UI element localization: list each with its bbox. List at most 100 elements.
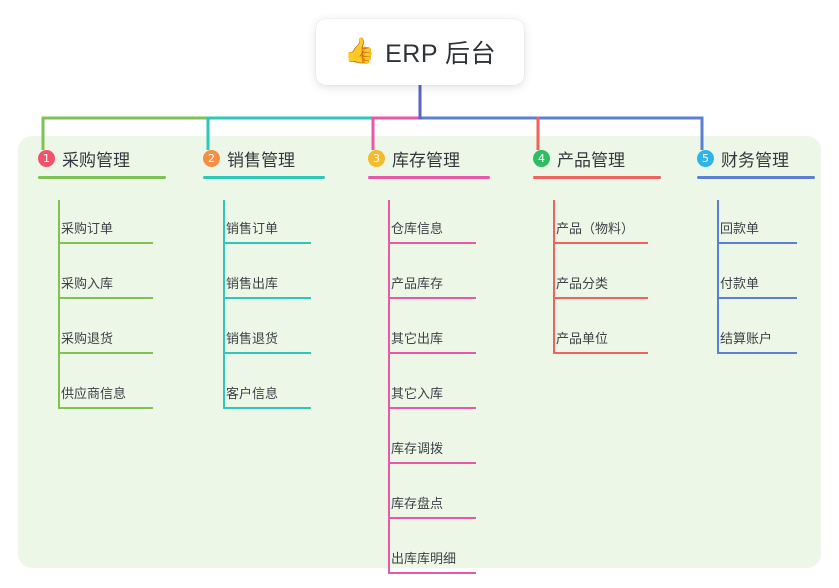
branch-header-2[interactable]: 2 销售管理 [203,146,325,170]
branch-child-underline [223,407,311,409]
branch-index-badge: 2 [203,149,220,167]
branch-child-item[interactable]: 销售订单 [223,200,311,244]
branch-title: 库存管理 [392,150,460,170]
branch-child-item[interactable]: 其它出库 [388,310,476,354]
branch-child-underline [717,352,797,354]
branch-child-item[interactable]: 付款单 [717,255,797,299]
branch-child-item[interactable]: 客户信息 [223,365,311,409]
branch-header-4[interactable]: 4 产品管理 [533,146,661,170]
branch-column-5: 5 财务管理回款单付款单结算账户 [697,146,815,365]
branch-column-1: 1 采购管理采购订单采购入库采购退货供应商信息 [38,146,166,420]
branch-child-underline [388,352,476,354]
branch-child-label: 结算账户 [720,331,773,346]
branch-column-3: 3 库存管理仓库信息产品库存其它出库其它入库库存调拨库存盘点出库库明细 [368,146,490,585]
branch-child-label: 库存调拨 [391,441,444,456]
branch-child-label: 采购退货 [61,331,114,346]
branch-child-item[interactable]: 采购退货 [58,310,153,354]
branch-child-item[interactable]: 产品库存 [388,255,476,299]
branch-underline [533,176,661,179]
branch-child-item[interactable]: 采购订单 [58,200,153,244]
branch-header-5[interactable]: 5 财务管理 [697,146,815,170]
branch-spine [388,200,390,574]
branch-child-label: 采购订单 [61,221,114,236]
branch-spine [58,200,60,409]
branch-child-underline [223,352,311,354]
branch-child-label: 产品（物料） [556,221,635,236]
branch-index-badge: 5 [697,149,714,167]
branch-column-2: 2 销售管理销售订单销售出库销售退货客户信息 [203,146,325,420]
branch-children: 回款单付款单结算账户 [697,200,815,365]
thumbs-up-icon: 👍 [343,36,376,65]
branch-child-underline [388,407,476,409]
branch-child-underline [553,242,648,244]
branch-child-label: 库存盘点 [391,496,444,511]
branch-underline [38,176,166,179]
branch-child-underline [58,407,153,409]
branch-spine [717,200,719,354]
branch-child-label: 销售出库 [226,276,279,291]
branch-child-underline [388,462,476,464]
branch-child-item[interactable]: 销售退货 [223,310,311,354]
branch-child-label: 产品分类 [556,276,609,291]
branch-underline [203,176,325,179]
branch-child-label: 销售退货 [226,331,279,346]
branch-child-label: 出库库明细 [391,551,457,566]
branch-child-item[interactable]: 产品（物料） [553,200,648,244]
branch-title: 销售管理 [227,150,295,170]
branch-underline [368,176,490,179]
branch-child-underline [223,297,311,299]
branch-child-underline [58,242,153,244]
branch-title: 采购管理 [62,150,130,170]
branch-child-label: 其它入库 [391,386,444,401]
branch-child-underline [717,297,797,299]
branch-child-label: 客户信息 [226,386,279,401]
root-node-title: ERP 后台 [385,40,497,68]
root-node[interactable]: 👍 ERP 后台 [316,19,524,85]
branch-child-underline [388,517,476,519]
branch-child-underline [58,297,153,299]
branch-child-item[interactable]: 产品分类 [553,255,648,299]
branch-child-item[interactable]: 结算账户 [717,310,797,354]
branch-children: 采购订单采购入库采购退货供应商信息 [38,200,166,420]
branch-child-item[interactable]: 库存盘点 [388,475,476,519]
branch-children: 产品（物料） 产品分类产品单位 [533,200,661,365]
branch-child-item[interactable]: 库存调拨 [388,420,476,464]
branch-title: 产品管理 [557,150,625,170]
branch-child-underline [223,242,311,244]
branch-child-underline [388,242,476,244]
branch-child-label: 采购入库 [61,276,114,291]
branch-child-label: 回款单 [720,221,760,236]
branch-header-3[interactable]: 3 库存管理 [368,146,490,170]
branch-child-item[interactable]: 其它入库 [388,365,476,409]
branch-child-label: 供应商信息 [61,386,127,401]
branch-child-underline [58,352,153,354]
branch-child-underline [388,297,476,299]
branch-child-item[interactable]: 回款单 [717,200,797,244]
branch-child-item[interactable]: 供应商信息 [58,365,153,409]
branch-index-badge: 3 [368,149,385,167]
branch-child-item[interactable]: 仓库信息 [388,200,476,244]
branch-title: 财务管理 [721,150,789,170]
branch-spine [553,200,555,354]
branch-child-label: 付款单 [720,276,760,291]
branch-child-underline [553,297,648,299]
branch-child-label: 产品库存 [391,276,444,291]
branch-header-1[interactable]: 1 采购管理 [38,146,166,170]
branch-children: 销售订单销售出库销售退货客户信息 [203,200,325,420]
branch-underline [697,176,815,179]
branch-child-underline [553,352,648,354]
branch-child-item[interactable]: 产品单位 [553,310,648,354]
branch-child-item[interactable]: 销售出库 [223,255,311,299]
branch-child-label: 销售订单 [226,221,279,236]
branch-child-label: 其它出库 [391,331,444,346]
branch-child-label: 仓库信息 [391,221,444,236]
branch-column-4: 4 产品管理产品（物料） 产品分类产品单位 [533,146,661,365]
branch-child-underline [717,242,797,244]
branch-child-underline [388,572,476,574]
branch-child-item[interactable]: 出库库明细 [388,530,476,574]
branch-index-badge: 4 [533,149,550,167]
branch-child-item[interactable]: 采购入库 [58,255,153,299]
branch-children: 仓库信息产品库存其它出库其它入库库存调拨库存盘点出库库明细 [368,200,490,585]
branch-index-badge: 1 [38,149,55,167]
